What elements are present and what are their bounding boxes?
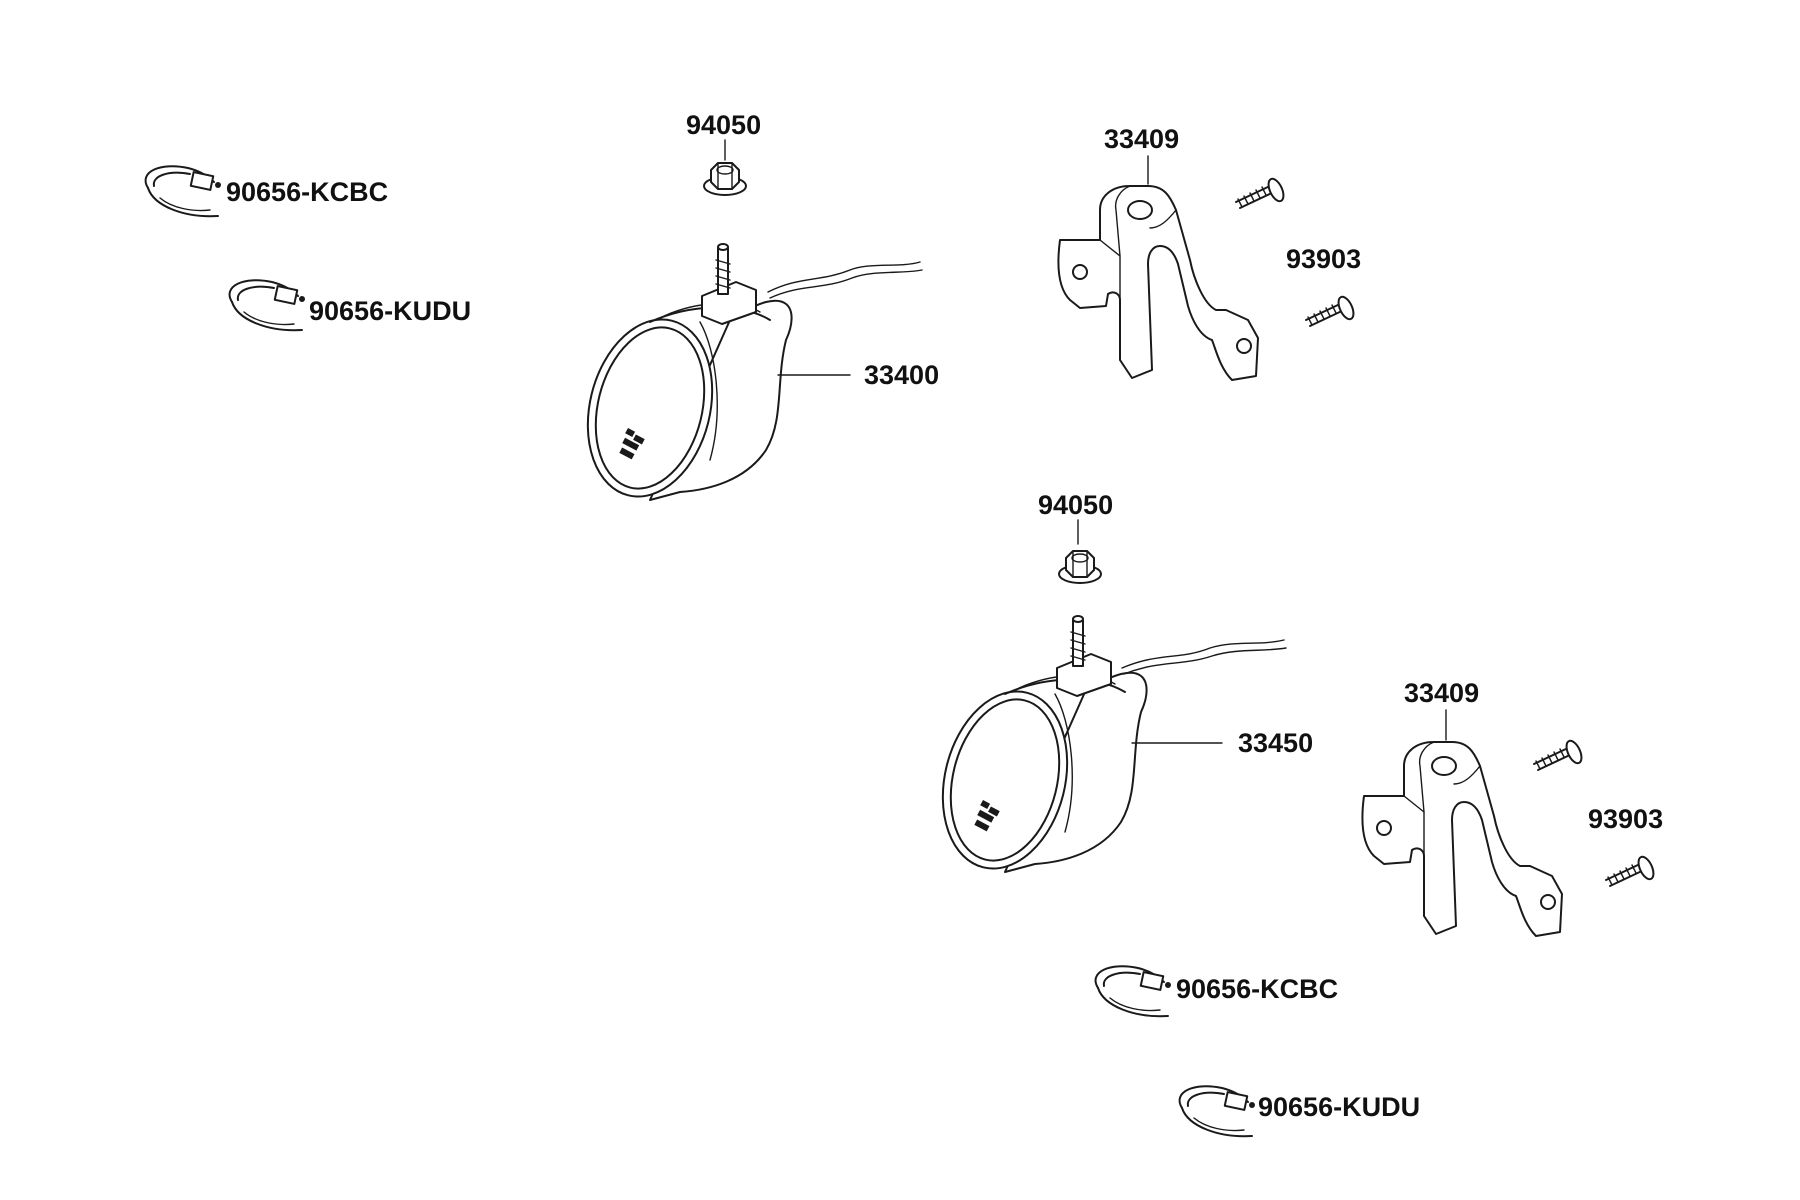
- part-label-33409-bottom: 33409: [1404, 678, 1479, 708]
- lamp-wire: [1123, 647, 1287, 675]
- screw-icon: [1605, 853, 1658, 887]
- part-label-93903-top: 93903: [1286, 244, 1361, 274]
- screw-icon: [1533, 737, 1586, 771]
- cable-clip-icon: [228, 279, 306, 332]
- fog-lamp-icon: [569, 243, 793, 511]
- part-label-94050-top: 94050: [686, 110, 761, 140]
- part-label-33450: 33450: [1238, 728, 1313, 758]
- screw-icon: [1235, 175, 1288, 209]
- flange-nut-icon: [703, 162, 747, 196]
- part-label-33409-top: 33409: [1104, 124, 1179, 154]
- part-label-94050-bottom: 94050: [1038, 490, 1113, 520]
- lamp-wire: [769, 269, 923, 299]
- lamp-bracket-icon: [1057, 185, 1259, 381]
- cable-clip-icon: [144, 165, 222, 218]
- lamp-wire: [767, 261, 921, 293]
- cable-clip-icon: [1094, 965, 1172, 1018]
- fog-lamp-icon: [924, 615, 1148, 883]
- lamp-wire: [1121, 639, 1285, 669]
- lamp-bracket-icon: [1361, 741, 1563, 937]
- part-label-90656-kudu-top: 90656-KUDU: [309, 296, 471, 326]
- screw-icon: [1305, 293, 1358, 327]
- part-label-90656-kudu-bottom: 90656-KUDU: [1258, 1092, 1420, 1122]
- part-label-33400: 33400: [864, 360, 939, 390]
- part-label-90656-kcbc-top: 90656-KCBC: [226, 177, 388, 207]
- part-label-90656-kcbc-bottom: 90656-KCBC: [1176, 974, 1338, 1004]
- flange-nut-icon: [1058, 550, 1102, 584]
- cable-clip-icon: [1178, 1085, 1256, 1138]
- part-label-93903-bottom: 93903: [1588, 804, 1663, 834]
